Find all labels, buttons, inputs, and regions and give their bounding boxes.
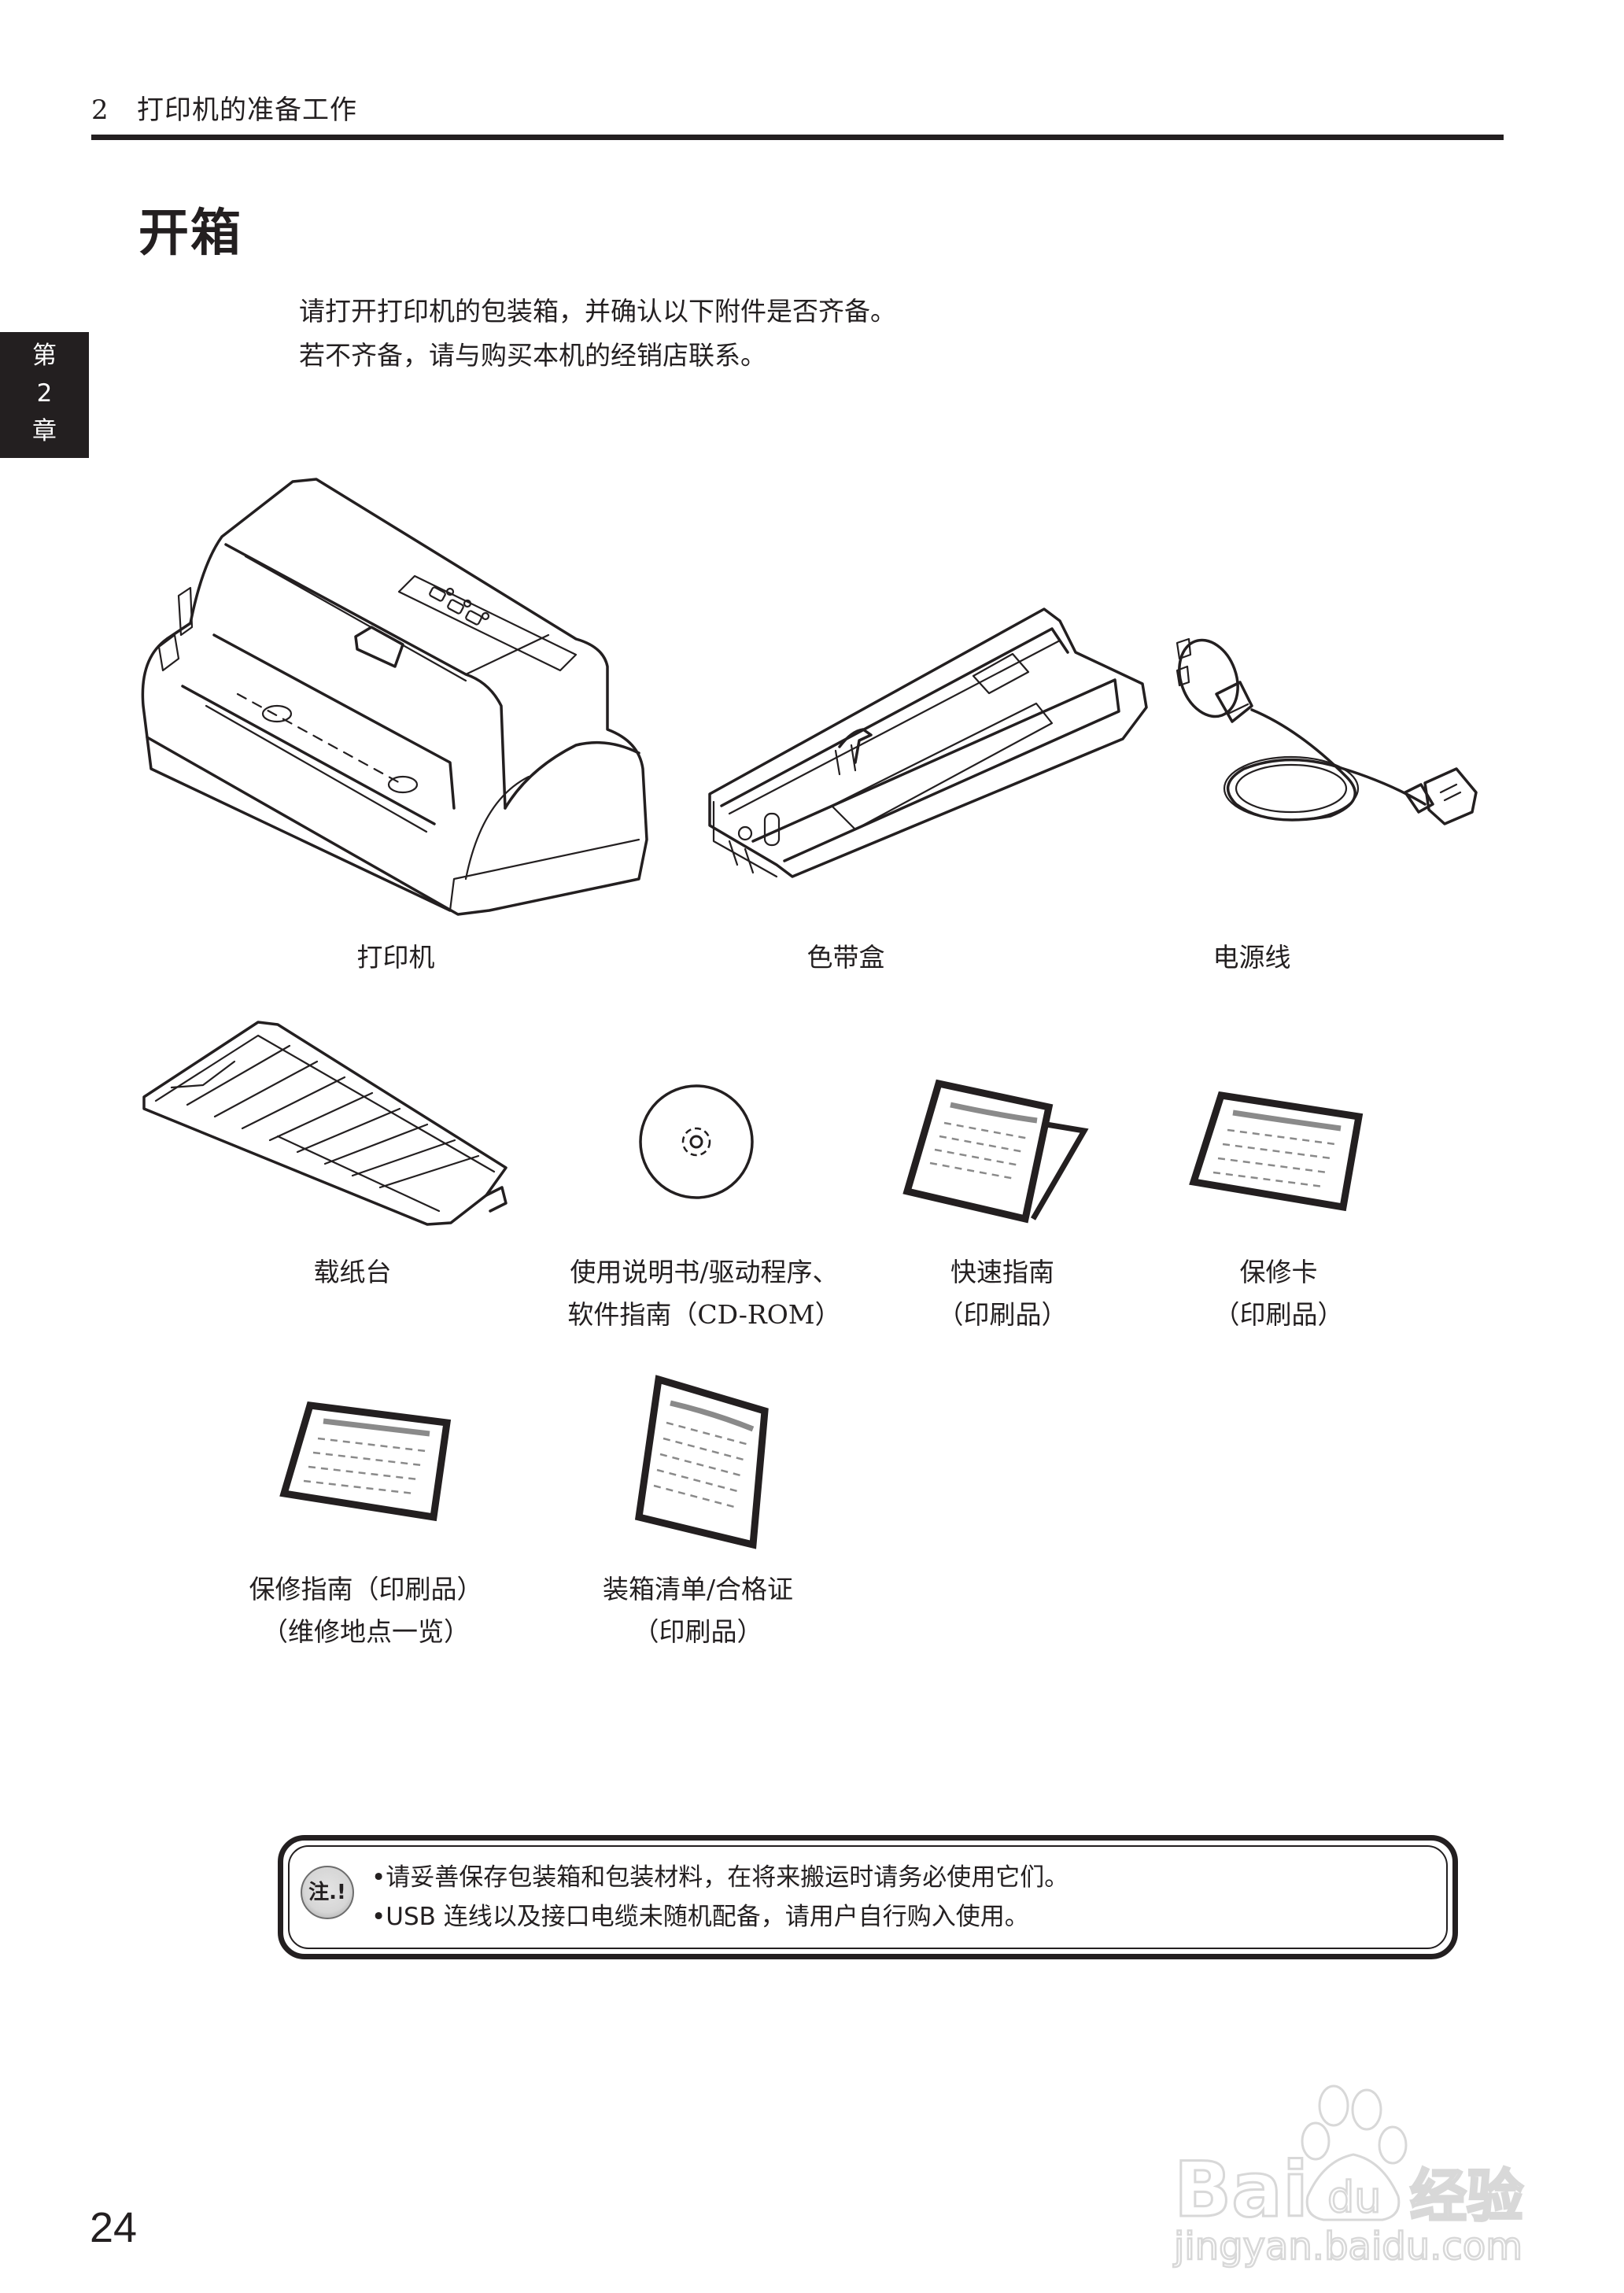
chapter-tab-line: 第 (32, 342, 57, 370)
intro-line: 若不齐备，请与购买本机的经销店联系。 (299, 340, 766, 371)
svg-text:du: du (1327, 2173, 1382, 2222)
ribbon-cassette-icon (708, 607, 1148, 878)
note-box: 注.! 请妥善保存包装箱和包装材料，在将来搬运时请务必使用它们。 USB 连线以… (278, 1835, 1458, 1959)
chapter-tab-line: 章 (32, 417, 57, 445)
item-label-line: 保修卡 (1239, 1257, 1318, 1287)
document-icon (1189, 1091, 1364, 1212)
item-label-power-cord: 电源线 (1213, 936, 1291, 979)
item-label-paper-tray: 载纸台 (314, 1251, 392, 1294)
intro-line: 请打开打印机的包装箱，并确认以下附件是否齐备。 (299, 296, 896, 327)
item-label-line: 装箱清单/合格证 (602, 1574, 794, 1604)
item-label-line: 软件指南（CD-ROM） (567, 1299, 841, 1330)
power-cord-icon (1176, 637, 1478, 825)
item-label-ribbon-cassette: 色带盒 (807, 936, 885, 979)
printer-icon (141, 478, 648, 916)
note-inner-border (288, 1845, 1448, 1949)
item-label-line: 打印机 (356, 942, 435, 973)
item-label-warranty-guide: 保修指南（印刷品） （维修地点一览） (249, 1568, 483, 1653)
item-label-line: 快速指南 (950, 1257, 1054, 1287)
paper-tray-icon (142, 1021, 507, 1226)
cd-rom-icon (639, 1084, 754, 1199)
chapter-tab: 第 2 章 (0, 332, 89, 458)
item-label-cd-rom: 使用说明书/驱动程序、 软件指南（CD-ROM） (567, 1251, 840, 1336)
item-label-line: 载纸台 (313, 1257, 392, 1287)
intro-paragraph: 请打开打印机的包装箱，并确认以下附件是否齐备。 若不齐备，请与购买本机的经销店联… (299, 290, 896, 378)
section-title: 开箱 (138, 205, 242, 263)
note-icon: 注.! (301, 1866, 354, 1919)
svg-text:Bai: Bai (1174, 2146, 1308, 2234)
svg-text:jingyan.baidu.com: jingyan.baidu.com (1173, 2225, 1522, 2269)
document-icon (279, 1401, 452, 1522)
note-list: 请妥善保存包装箱和包装材料，在将来搬运时请务必使用它们。 USB 连线以及接口电… (371, 1858, 1069, 1937)
chapter-tab-number: 2 (36, 379, 53, 408)
svg-text:经验: 经验 (1410, 2163, 1523, 2229)
document-icon (634, 1375, 769, 1549)
item-label-line: （印刷品） (937, 1299, 1068, 1330)
item-label-line: （印刷品） (633, 1616, 763, 1647)
note-item: USB 连线以及接口电缆未随机配备，请用户自行购入使用。 (371, 1897, 1069, 1937)
header-rule (91, 135, 1504, 140)
item-label-printer: 打印机 (357, 936, 435, 979)
running-head: 2 打印机的准备工作 (91, 94, 358, 126)
item-label-line: （维修地点一览） (262, 1616, 470, 1647)
item-label-line: 色带盒 (806, 942, 885, 973)
item-label-line: 电源线 (1212, 942, 1291, 973)
item-label-quick-guide: 快速指南 （印刷品） (938, 1251, 1068, 1336)
page-number: 24 (90, 2204, 138, 2251)
item-label-warranty-card: 保修卡 （印刷品） (1214, 1251, 1344, 1336)
baidu-watermark-icon: Bai du 经验 jingyan.baidu.com (1172, 2084, 1525, 2269)
item-label-packing-list: 装箱清单/合格证 （印刷品） (603, 1568, 793, 1653)
item-label-line: （印刷品） (1213, 1299, 1344, 1330)
note-item: 请妥善保存包装箱和包装材料，在将来搬运时请务必使用它们。 (371, 1858, 1069, 1897)
item-label-line: 使用说明书/驱动程序、 (570, 1257, 839, 1287)
folded-document-icon (902, 1079, 1089, 1224)
item-label-line: 保修指南（印刷品） (249, 1574, 483, 1604)
